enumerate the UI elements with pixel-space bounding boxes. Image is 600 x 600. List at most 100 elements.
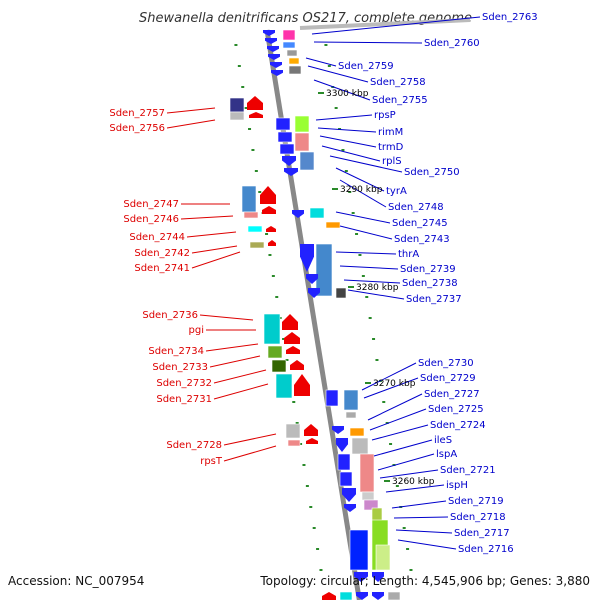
right-gene-label: Sden_2743 xyxy=(394,234,450,245)
gene-block xyxy=(271,359,287,373)
gene-arrow-down xyxy=(336,438,348,452)
left-label-line xyxy=(199,314,254,321)
right-gene-label: Sden_2724 xyxy=(430,420,486,431)
left-gene-label: Sden_2732 xyxy=(156,378,212,389)
gene-block xyxy=(249,241,265,249)
right-gene-label: Sden_2727 xyxy=(424,389,480,400)
left-gene-label: pgi xyxy=(189,325,204,336)
right-gene-label: Sden_2750 xyxy=(404,167,460,178)
right-label-line xyxy=(335,251,397,255)
kbp-label: 3300 kbp xyxy=(326,89,369,99)
right-label-line xyxy=(367,393,423,421)
gene-block xyxy=(241,185,257,213)
gene-block xyxy=(343,389,359,411)
right-gene-label: Sden_2729 xyxy=(420,373,476,384)
right-label-line xyxy=(321,145,381,162)
right-gene-label: Sden_2738 xyxy=(402,278,458,289)
right-label-line xyxy=(363,377,419,399)
gene-arrow-up xyxy=(304,424,318,436)
gene-block xyxy=(243,211,259,219)
gene-block xyxy=(282,29,296,41)
right-gene-label: Sden_2737 xyxy=(406,294,462,305)
gene-arrow-up xyxy=(294,374,310,396)
gene-block xyxy=(282,41,296,49)
gene-layer xyxy=(229,29,401,600)
gene-block xyxy=(337,453,351,471)
right-label-line xyxy=(371,424,429,441)
right-gene-label: Sden_2719 xyxy=(448,496,504,507)
gene-arrow-down xyxy=(292,210,304,218)
right-label-line xyxy=(391,500,447,509)
right-label-line xyxy=(311,16,481,35)
right-gene-label: Sden_2745 xyxy=(392,218,448,229)
right-label-line xyxy=(347,289,405,300)
gene-arrow-up xyxy=(260,186,276,204)
gene-block xyxy=(315,243,333,297)
left-label-line xyxy=(205,343,259,352)
gene-arrow-down xyxy=(306,274,318,284)
right-label-line xyxy=(377,453,435,471)
right-label-line xyxy=(379,469,439,479)
right-gene-label: lspA xyxy=(436,449,457,460)
left-gene-label: Sden_2731 xyxy=(156,394,212,405)
right-label-line xyxy=(339,179,387,208)
gene-block xyxy=(275,117,291,131)
accession-text: Accession: NC_007954 xyxy=(8,574,144,588)
left-gene-label: Sden_2728 xyxy=(166,440,222,451)
right-gene-label: Sden_2725 xyxy=(428,404,484,415)
gene-arrow-down xyxy=(271,70,283,76)
gene-arrow-up xyxy=(322,592,336,600)
left-gene-label: Sden_2741 xyxy=(134,263,190,274)
gene-arrow-up xyxy=(249,112,263,118)
gene-arrow-down xyxy=(265,38,277,44)
right-gene-label: rimM xyxy=(378,127,403,138)
gene-arrow-down xyxy=(354,572,368,582)
gene-arrow-down xyxy=(342,488,356,502)
right-gene-label: Sden_2718 xyxy=(450,512,506,523)
right-gene-label: Sden_2755 xyxy=(372,95,428,106)
gene-block xyxy=(288,65,302,75)
gene-block xyxy=(247,225,263,233)
right-gene-label: Sden_2748 xyxy=(388,202,444,213)
gene-arrow-up xyxy=(306,438,318,444)
left-label-line xyxy=(213,383,269,400)
right-label-line xyxy=(317,127,377,133)
gene-block xyxy=(288,57,300,65)
right-label-line xyxy=(385,484,445,493)
gene-block xyxy=(325,389,339,407)
gene-arrow-down xyxy=(268,54,280,60)
gene-block xyxy=(294,115,310,133)
left-label-line xyxy=(166,107,216,114)
kbp-label: 3270 kbp xyxy=(373,379,416,389)
right-gene-label: Sden_2716 xyxy=(458,544,514,555)
right-gene-label: rplS xyxy=(382,156,402,167)
gene-block xyxy=(339,471,353,487)
left-gene-label: Sden_2733 xyxy=(152,362,208,373)
right-gene-label: rpsP xyxy=(374,110,396,121)
gene-block xyxy=(286,49,298,57)
right-label-line xyxy=(339,225,393,240)
right-gene-label: thrA xyxy=(398,249,419,260)
gene-arrow-down xyxy=(356,592,368,600)
gene-block xyxy=(363,499,379,511)
left-label-line xyxy=(223,433,277,446)
gene-arrow-down xyxy=(308,288,320,298)
gene-block xyxy=(277,131,293,143)
right-gene-label: tyrA xyxy=(386,186,407,197)
right-gene-label: Sden_2739 xyxy=(400,264,456,275)
gene-arrow-down xyxy=(300,244,314,272)
gene-arrow-down xyxy=(270,62,282,68)
gene-block xyxy=(349,529,369,571)
right-gene-label: ileS xyxy=(434,435,452,446)
gene-block xyxy=(229,111,245,121)
right-label-line xyxy=(339,265,399,270)
right-label-line xyxy=(329,155,403,173)
label-line-layer xyxy=(166,16,481,550)
gene-arrow-up xyxy=(286,346,300,354)
right-gene-label: Sden_2759 xyxy=(338,61,394,72)
gene-block xyxy=(335,287,347,299)
right-label-line xyxy=(335,211,391,224)
gene-arrow-up xyxy=(290,360,304,370)
gene-arrow-down xyxy=(344,504,356,512)
